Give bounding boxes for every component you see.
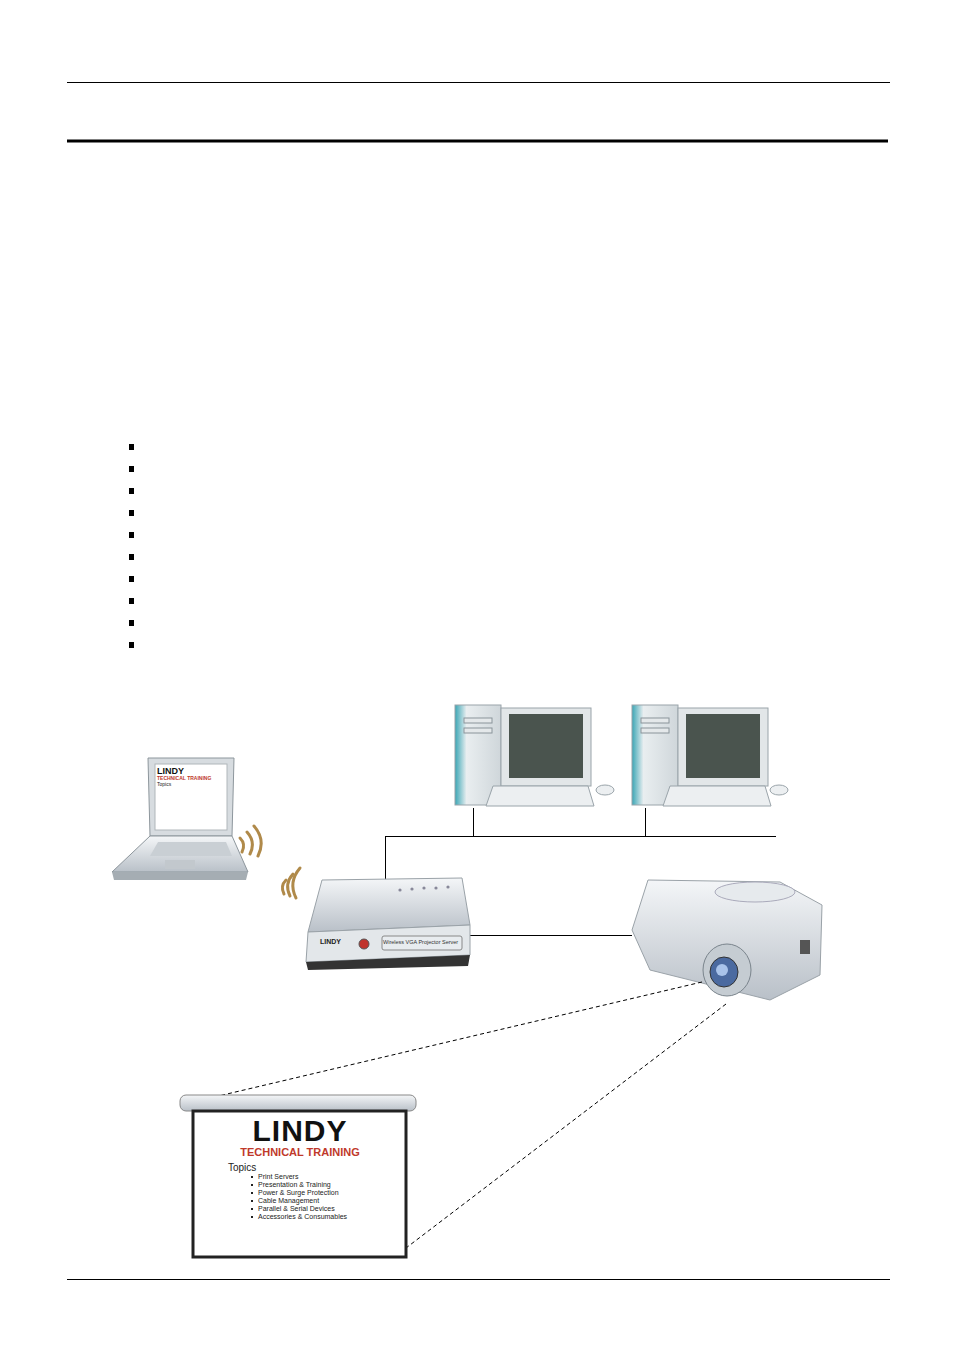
device-name: Wireless VGA Projector Server bbox=[383, 939, 458, 945]
slide-heading: Topics bbox=[157, 782, 225, 788]
bullet-dot bbox=[251, 1216, 253, 1218]
bullet-dot bbox=[251, 1208, 253, 1210]
logo: LINDY bbox=[200, 1116, 400, 1146]
projection-screen bbox=[180, 1095, 416, 1257]
bullet-dot bbox=[251, 1176, 253, 1178]
desktop-computer bbox=[632, 705, 788, 806]
desktop-computer bbox=[455, 705, 614, 806]
bullet-dot bbox=[251, 1200, 253, 1202]
slide-title: TECHNICAL TRAINING bbox=[200, 1146, 400, 1159]
slide-heading: Topics bbox=[200, 1162, 400, 1174]
topic-item: Print Servers bbox=[200, 1173, 400, 1181]
wireless-signal bbox=[240, 826, 300, 898]
topic-item: Accessories & Consumables bbox=[200, 1213, 400, 1221]
projector-server bbox=[306, 878, 470, 970]
topic-item: Parallel & Serial Devices bbox=[200, 1205, 400, 1213]
bullet-list bbox=[129, 444, 134, 648]
topic-item: Presentation & Training bbox=[200, 1181, 400, 1189]
topic-item: Cable Management bbox=[200, 1197, 400, 1205]
laptop-slide: LINDYTECHNICAL TRAININGTopics bbox=[157, 766, 225, 788]
device-logo: LINDY bbox=[320, 938, 341, 946]
header-rule bbox=[67, 82, 890, 83]
slide-panel: LINDYTECHNICAL TRAINING TopicsPrint Serve… bbox=[200, 1116, 400, 1221]
footer-rule bbox=[67, 1279, 890, 1280]
bullet-dot bbox=[251, 1192, 253, 1194]
topic-item: Power & Surge Protection bbox=[200, 1189, 400, 1197]
logo: LINDY bbox=[157, 766, 225, 776]
laptop bbox=[112, 758, 248, 880]
projector bbox=[632, 880, 822, 1000]
header-rule bbox=[67, 140, 888, 143]
bullet-dot bbox=[251, 1184, 253, 1186]
